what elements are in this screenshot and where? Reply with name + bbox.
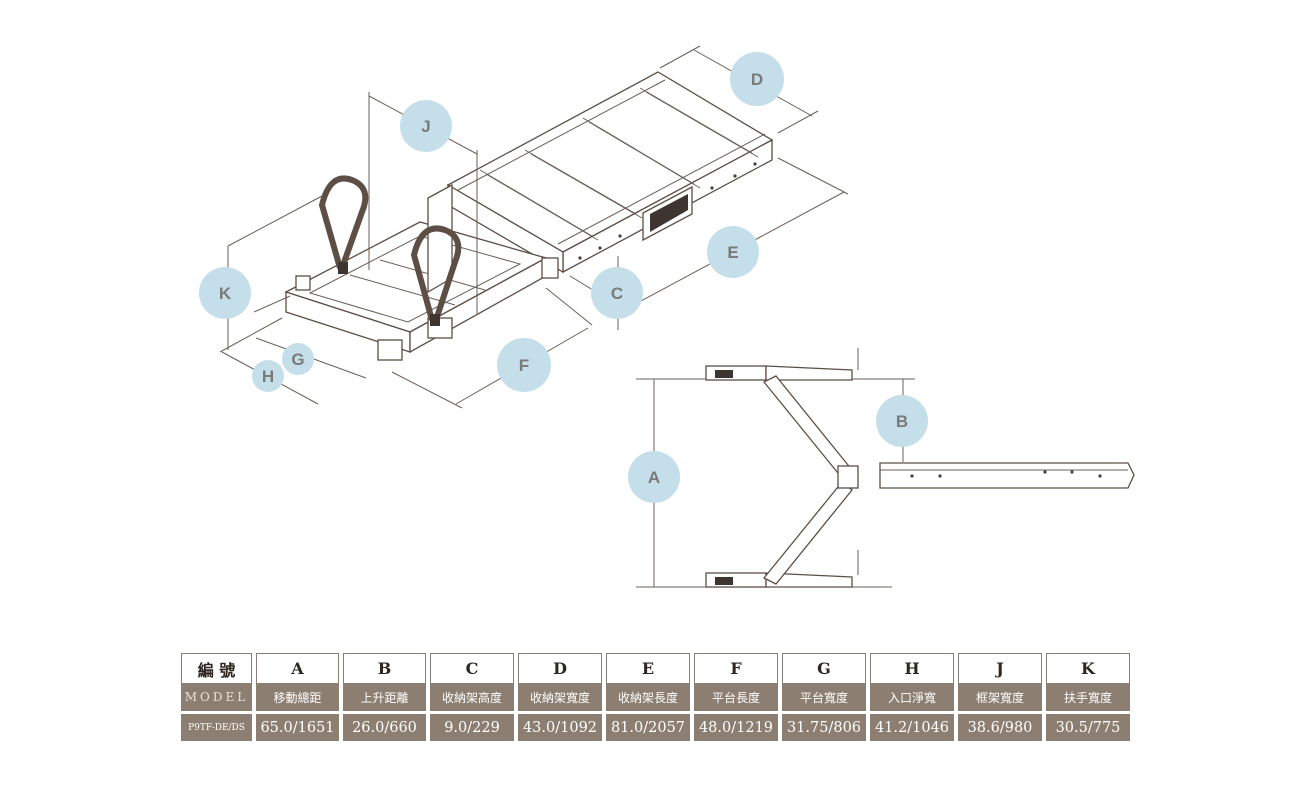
svg-text:K: K: [219, 284, 232, 303]
letter-cell-h: H: [870, 653, 954, 683]
name-cell-e: 收納架長度: [606, 683, 690, 711]
marker-g: G: [282, 343, 314, 375]
name-cell-j: 框架寬度: [958, 683, 1042, 711]
name-cell-f: 平台長度: [694, 683, 778, 711]
name-cell-g: 平台寬度: [782, 683, 866, 711]
value-cell-e: 81.0/2057: [606, 714, 690, 741]
name-cell-d: 收納架寬度: [518, 683, 602, 711]
value-cell-d: 43.0/1092: [518, 714, 602, 741]
svg-text:H: H: [262, 367, 274, 386]
model-name-cell: P9TF-DE/DS: [181, 714, 252, 741]
marker-h: H: [252, 360, 284, 392]
isometric-lift-drawing: [219, 45, 849, 409]
marker-k: K: [199, 267, 251, 319]
spec-table: 編 號 A B C D E F G H J K MODEL 移動總距 上升距離 …: [181, 653, 1132, 741]
name-cell-h: 入口淨寬: [870, 683, 954, 711]
name-cell-k: 扶手寬度: [1046, 683, 1130, 711]
letter-cell-c: C: [430, 653, 514, 683]
value-cell-a: 65.0/1651: [256, 714, 339, 741]
svg-text:A: A: [648, 468, 660, 487]
table-names-row: MODEL 移動總距 上升距離 收納架高度 收納架寬度 收納架長度 平台長度 平…: [181, 683, 1132, 711]
letter-cell-e: E: [606, 653, 690, 683]
svg-text:D: D: [751, 70, 763, 89]
marker-j: J: [400, 100, 452, 152]
svg-text:C: C: [611, 284, 623, 303]
marker-f: F: [497, 338, 551, 392]
model-label-cell: MODEL: [181, 683, 252, 711]
marker-d: D: [730, 52, 784, 106]
letter-cell-b: B: [343, 653, 426, 683]
letter-cell-g: G: [782, 653, 866, 683]
name-cell-c: 收納架高度: [430, 683, 514, 711]
letter-cell-f: F: [694, 653, 778, 683]
name-cell-b: 上升距離: [343, 683, 426, 711]
marker-e: E: [707, 226, 759, 278]
name-cell-a: 移動總距: [256, 683, 339, 711]
svg-text:B: B: [896, 412, 908, 431]
platform: [284, 175, 559, 361]
value-cell-f: 48.0/1219: [694, 714, 778, 741]
value-cell-h: 41.2/1046: [870, 714, 954, 741]
table-values-row: P9TF-DE/DS 65.0/1651 26.0/660 9.0/229 43…: [181, 714, 1132, 741]
header-label-cell: 編 號: [181, 653, 252, 683]
side-view-drawing: [636, 348, 1135, 588]
letter-cell-j: J: [958, 653, 1042, 683]
value-cell-b: 26.0/660: [343, 714, 426, 741]
letter-cell-a: A: [256, 653, 339, 683]
value-cell-k: 30.5/775: [1046, 714, 1130, 741]
letter-cell-k: K: [1046, 653, 1130, 683]
marker-c: C: [591, 267, 643, 319]
value-cell-c: 9.0/229: [430, 714, 514, 741]
lift-diagram: D J E K C G H F B A: [199, 45, 1135, 588]
svg-text:G: G: [291, 350, 304, 369]
marker-b: B: [876, 395, 928, 447]
svg-text:J: J: [421, 117, 430, 136]
letter-cell-d: D: [518, 653, 602, 683]
value-cell-j: 38.6/980: [958, 714, 1042, 741]
svg-text:F: F: [519, 356, 529, 375]
value-cell-g: 31.75/806: [782, 714, 866, 741]
svg-text:E: E: [727, 243, 738, 262]
marker-a: A: [628, 451, 680, 503]
table-header-row: 編 號 A B C D E F G H J K: [181, 653, 1132, 683]
